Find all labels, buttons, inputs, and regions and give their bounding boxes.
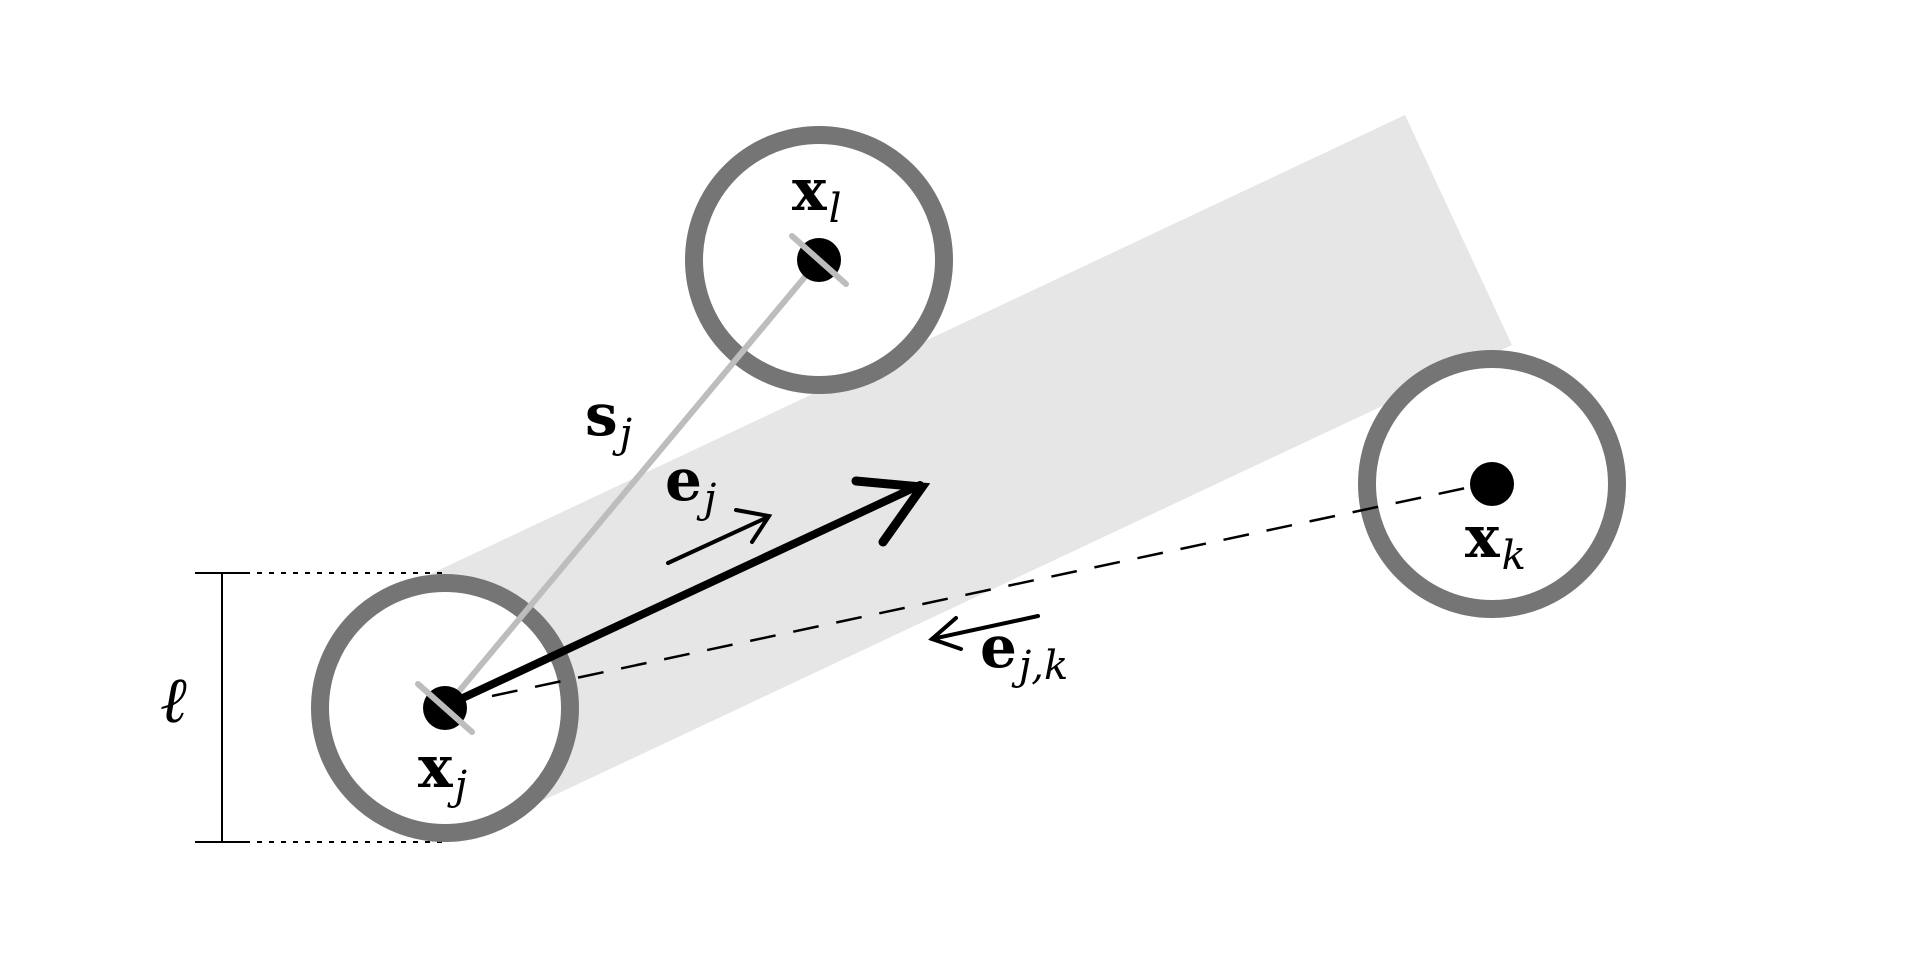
e-j-arrow-head xyxy=(734,508,773,544)
label-x-l: xl xyxy=(792,156,841,232)
heading-arrow-head xyxy=(851,476,931,547)
label-x-j: xj xyxy=(418,733,467,809)
label-e-j: ej xyxy=(665,446,716,522)
label-s-j: sj xyxy=(585,381,632,457)
e-jk-arrow-shaft xyxy=(930,614,1040,641)
s-j-line xyxy=(442,257,822,711)
e-jk-arrow-head xyxy=(928,616,963,651)
e-j-arrow-shaft xyxy=(666,515,770,565)
shaded-band xyxy=(422,115,1512,808)
tick-mark-l xyxy=(789,233,849,287)
label-e-jk: ej,k xyxy=(980,613,1068,689)
heading-arrow-shaft xyxy=(448,481,924,707)
label-x-k: xk xyxy=(1465,503,1526,579)
tick-mark-j xyxy=(415,681,475,735)
dashed-line-j-k xyxy=(491,486,1467,698)
agent-center-k xyxy=(1470,462,1514,506)
label-ell: ℓ xyxy=(160,664,187,738)
